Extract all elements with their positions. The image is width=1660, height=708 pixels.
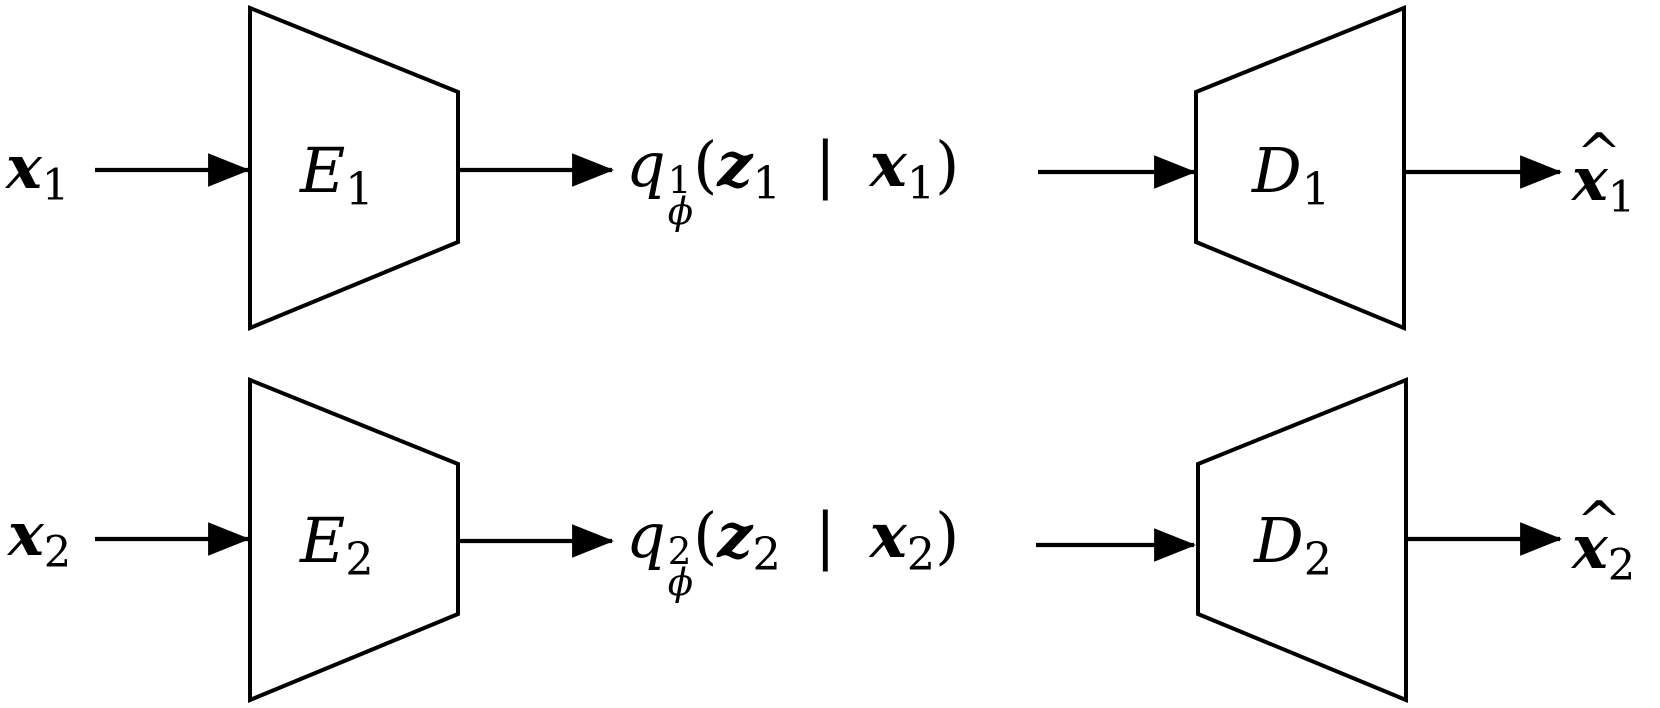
input-base-1: x <box>6 133 42 203</box>
decoder-base-1: D <box>1252 134 1302 207</box>
posterior-param-2: ϕ <box>667 560 694 605</box>
encoder-sub-1: 1 <box>345 163 374 216</box>
input-label-2: x2 <box>8 505 71 575</box>
posterior-open-1: ( <box>693 128 718 201</box>
posterior-sup-1: 1 <box>667 157 692 202</box>
encoder-label-1: E1 <box>300 140 374 212</box>
posterior-param-1: ϕ <box>667 189 694 234</box>
posterior-latent-sub-1: 1 <box>752 157 781 210</box>
output-label-2: ^x2 <box>1572 495 1636 592</box>
decoder-2-trapezoid <box>1196 377 1408 703</box>
output-hat-2: ^ <box>1576 490 1622 554</box>
posterior-func-1: q <box>626 128 666 201</box>
output-hat-1: ^ <box>1576 122 1622 186</box>
decoder-sub-2: 2 <box>1303 533 1333 586</box>
posterior-cond-2: x <box>869 499 907 572</box>
posterior-cond-1: x <box>869 128 907 201</box>
posterior-sup-2: 2 <box>667 528 692 573</box>
output-base-2: x <box>1572 513 1608 583</box>
posterior-latent-2: z <box>717 499 753 572</box>
output-label-1: ^x1 <box>1572 127 1636 224</box>
input-sub-1: 1 <box>41 161 70 212</box>
encoder-sub-2: 2 <box>345 533 374 586</box>
posterior-bar-1: | <box>814 128 836 201</box>
decoder-sub-1: 1 <box>1301 163 1331 216</box>
posterior-latent-sub-2: 2 <box>752 528 781 581</box>
encoder-2-trapezoid <box>248 377 460 703</box>
posterior-open-2: ( <box>693 499 718 572</box>
posterior-close-2: ) <box>935 499 960 572</box>
decoder-1-trapezoid <box>1194 5 1406 331</box>
posterior-close-1: ) <box>935 128 960 201</box>
decoder-label-2: D2 <box>1254 510 1332 582</box>
posterior-cond-sub-2: 2 <box>906 528 936 581</box>
output-sub-2: 2 <box>1607 541 1636 592</box>
input-sub-2: 2 <box>43 528 72 579</box>
encoder-base-2: E <box>300 504 346 577</box>
output-sub-1: 1 <box>1607 173 1636 224</box>
encoder-label-2: E2 <box>300 510 374 582</box>
decoder-base-2: D <box>1254 504 1304 577</box>
posterior-func-2: q <box>626 499 666 572</box>
encoder-base-1: E <box>300 134 346 207</box>
posterior-cond-sub-1: 1 <box>906 157 936 210</box>
input-label-1: x1 <box>6 138 69 208</box>
output-base-1: x <box>1572 145 1608 215</box>
posterior-bar-2: | <box>814 499 836 572</box>
posterior-latent-1: z <box>717 128 753 201</box>
row-1 <box>95 5 1563 331</box>
encoder-1-trapezoid <box>248 5 460 331</box>
decoder-label-1: D1 <box>1252 140 1330 212</box>
row-2 <box>95 377 1563 703</box>
input-base-2: x <box>8 500 44 570</box>
